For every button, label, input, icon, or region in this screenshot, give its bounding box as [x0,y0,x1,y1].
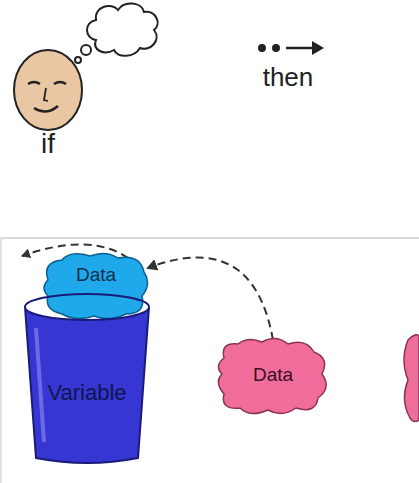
blob-fragment [404,335,419,422]
panel-divider [0,237,419,239]
caption-word: then [263,62,314,93]
node-text: Variable [22,380,152,406]
then-arrow [258,41,324,55]
node-text: Data [214,364,332,386]
blob-shape [40,250,152,322]
thought-bubble [75,3,158,63]
face-icon [14,50,82,130]
variable-bucket: Variable [22,292,152,467]
caption-word: if [41,128,55,160]
bucket-shape [22,292,152,467]
data-blob: Data [214,336,332,416]
data-blob: Data [40,250,152,322]
node-text: Data [40,264,152,286]
panel-edge [0,238,2,483]
dashed-connector [148,257,273,340]
